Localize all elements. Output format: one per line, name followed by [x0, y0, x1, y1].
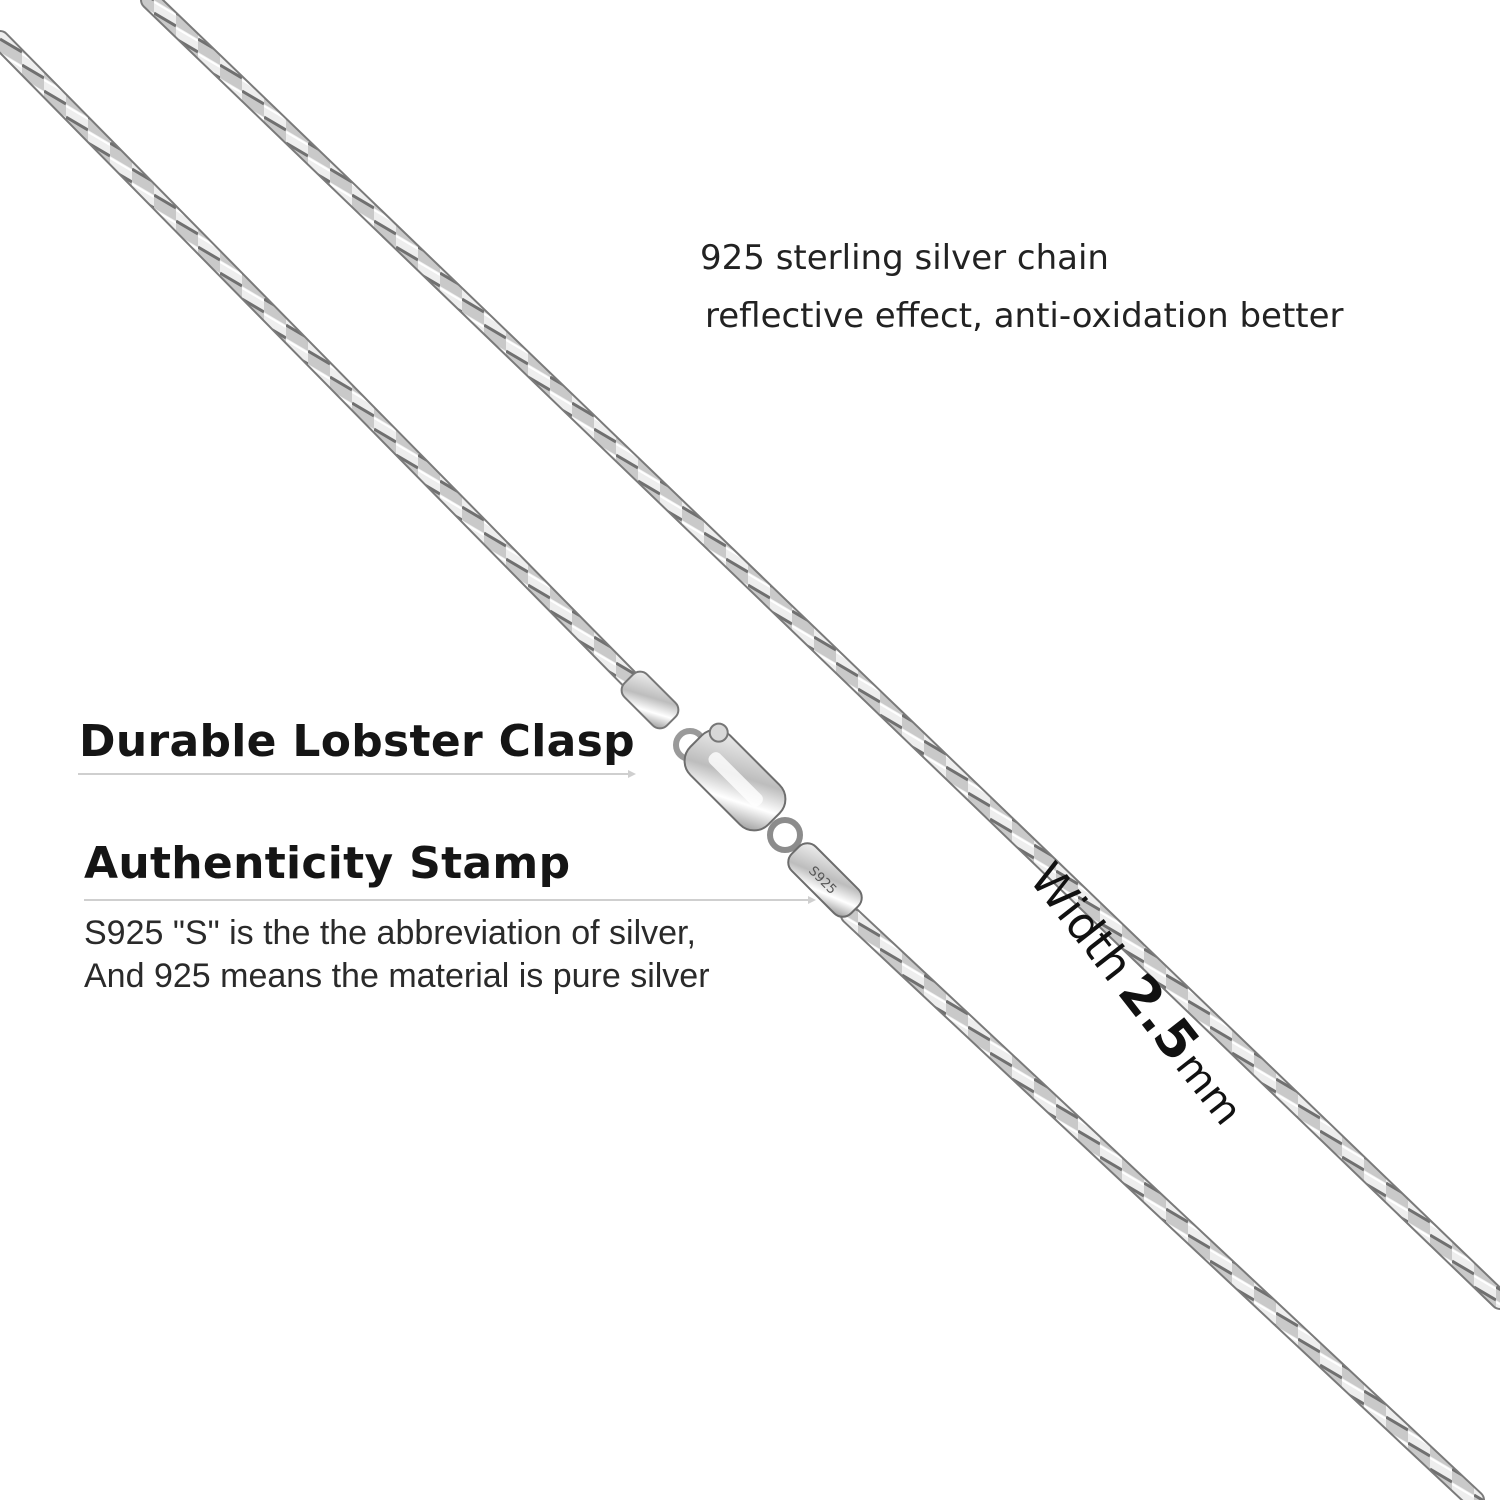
stamp-description-line-2: And 925 means the material is pure silve… [84, 957, 710, 995]
feature-line-2: reflective effect, anti-oxidation better [705, 296, 1344, 336]
stamp-description-line-1: S925 "S" is the the abbreviation of silv… [84, 914, 696, 952]
stamp-heading: Authenticity Stamp [84, 838, 571, 889]
clasp-heading: Durable Lobster Clasp [79, 716, 635, 767]
chain-strand-right [140, 0, 1500, 1310]
callout-pointers [78, 770, 816, 904]
lobster-clasp: S925 [620, 670, 863, 918]
chain-strand-left [0, 30, 1485, 1500]
feature-line-1: 925 sterling silver chain [700, 238, 1109, 278]
